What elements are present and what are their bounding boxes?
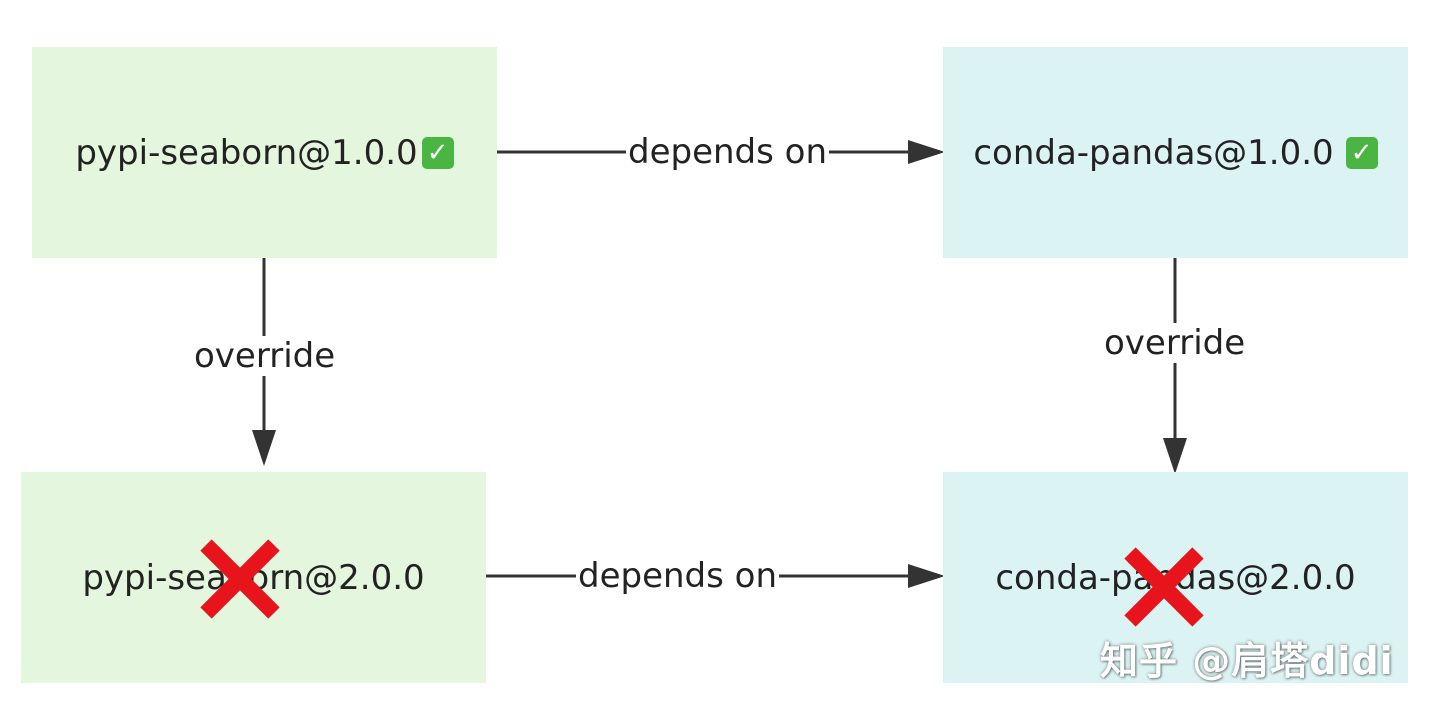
watermark: 知乎 @肩塔didi [1100,639,1394,683]
arrowhead-override-left [252,430,276,466]
node-conda-pandas-1: conda-pandas@1.0.0 ✓ [943,47,1408,258]
node-label: conda-pandas@2.0.0 [995,557,1356,598]
edge-label-override-left: override [192,336,338,376]
node-pypi-seaborn-2: pypi-seaborn@2.0.0 [21,472,486,683]
check-mark-icon: ✓ [421,136,454,169]
edge-label-override-right: override [1102,323,1248,363]
node-label: pypi-seaborn@2.0.0 [82,557,425,598]
node-label: conda-pandas@1.0.0 [973,132,1334,173]
arrowhead-depends-bottom [908,564,945,588]
arrowhead-depends-top [908,140,945,164]
node-label: pypi-seaborn@1.0.0 [75,132,418,173]
node-pypi-seaborn-1: pypi-seaborn@1.0.0✓ [32,47,497,258]
check-mark-icon: ✓ [1345,136,1378,169]
edge-label-depends-on-top: depends on [626,132,830,172]
edge-label-depends-on-bottom: depends on [576,556,780,596]
arrowhead-override-right [1163,438,1187,474]
